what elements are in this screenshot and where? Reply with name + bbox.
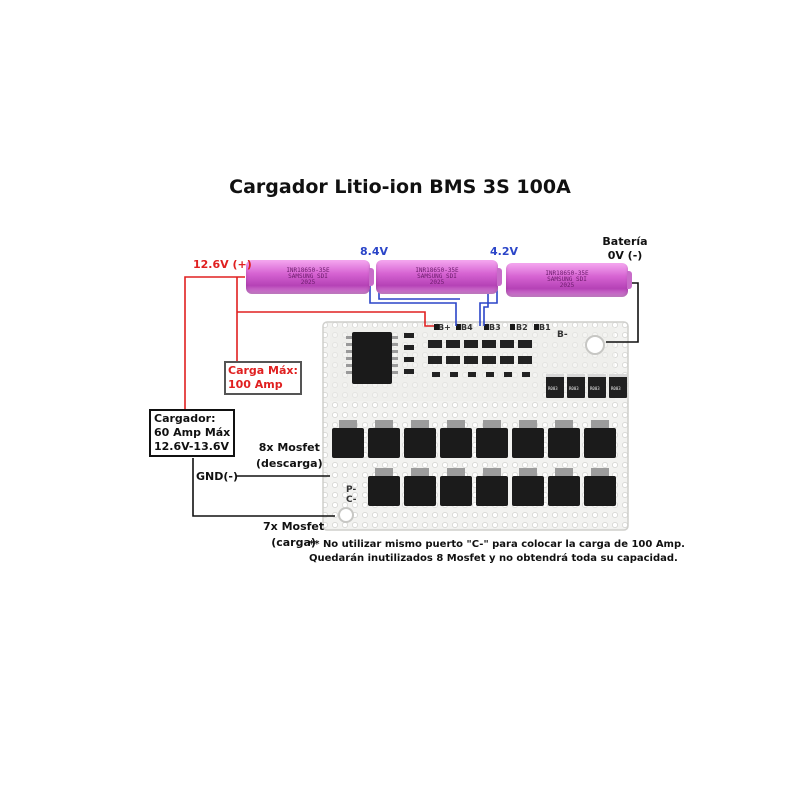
red-wire — [184, 276, 434, 413]
carga-max-box: Carga Máx: 100 Amp — [224, 361, 302, 395]
mosfet-row-discharge — [332, 428, 616, 458]
mosfet8-title: 8x Mosfet — [258, 441, 320, 454]
label-8v4: 8.4V — [360, 245, 388, 258]
cell-model-text: INR18650-35E — [415, 267, 459, 274]
cell-model-text: INR18650-35E — [545, 270, 589, 277]
pcb-label-b-minus: B- — [557, 330, 568, 340]
cell-year-text: 2025 — [559, 282, 575, 289]
r003-label: R003 — [611, 386, 621, 391]
mosfet7-subtitle: (carga) — [271, 536, 316, 549]
label-gnd: GND(-) — [196, 470, 238, 483]
label-bateria-voltage: 0V (-) — [607, 249, 643, 262]
battery-cell-3: INR18650-35E SAMSUNG SDI 2025 — [506, 263, 632, 297]
r003-label: R003 — [548, 386, 558, 391]
cell-model-text: INR18650-35E — [286, 267, 330, 274]
shunt-resistors — [546, 374, 627, 398]
pcb-label-b1: B1 — [539, 323, 551, 332]
label-7x-mosfet: 7x Mosfet (carga) — [263, 519, 324, 551]
warning-note: ** No utilizar mismo puerto "C-" para co… — [309, 538, 685, 566]
carga-max-title: Carga Máx: — [228, 364, 298, 377]
ic-chip — [352, 332, 392, 384]
warning-note-line2: Quedarán inutilizados 8 Mosfet y no obte… — [309, 553, 678, 564]
label-8x-mosfet: 8x Mosfet (descarga) — [256, 440, 323, 472]
pcb-label-b2: B2 — [516, 323, 528, 332]
cell-year-text: 2025 — [429, 279, 445, 286]
mosfet8-subtitle: (descarga) — [256, 457, 323, 470]
cell-brand-text: SAMSUNG SDI — [417, 273, 457, 280]
r003-label: R003 — [590, 386, 600, 391]
cargador-box: Cargador: 60 Amp Máx 12.6V-13.6V — [149, 409, 236, 457]
cargador-title: Cargador: — [154, 412, 216, 425]
pcb-label-b-plus: B+ — [438, 323, 451, 332]
diagram-title: Cargador Litio-ion BMS 3S 100A — [229, 176, 571, 198]
label-bateria-title: Batería — [602, 235, 648, 248]
carga-max-value: 100 Amp — [228, 378, 283, 391]
pcb-label-b3: B3 — [489, 323, 501, 332]
cell-brand-text: SAMSUNG SDI — [288, 273, 328, 280]
label-4v2: 4.2V — [490, 245, 518, 258]
battery-cell-1: INR18650-35E SAMSUNG SDI 2025 — [246, 260, 374, 294]
r003-label: R003 — [569, 386, 579, 391]
mosfet-row-charge — [368, 476, 616, 506]
label-bateria: Batería 0V (-) — [600, 235, 650, 263]
cell-year-text: 2025 — [300, 279, 316, 286]
mosfet7-title: 7x Mosfet — [263, 520, 325, 533]
cargador-voltage: 12.6V-13.6V — [154, 440, 230, 453]
cargador-current: 60 Amp Máx — [154, 426, 231, 439]
pcb-board — [322, 321, 629, 531]
cell-brand-text: SAMSUNG SDI — [547, 276, 587, 283]
battery-cell-2: INR18650-35E SAMSUNG SDI 2025 — [376, 260, 502, 294]
pcb-label-c-minus: C- — [346, 495, 357, 505]
label-12v-plus: 12.6V (+) — [193, 258, 252, 271]
black-wire — [192, 282, 639, 517]
pcb-label-p-minus: P- — [346, 485, 356, 495]
warning-note-line1: ** No utilizar mismo puerto "C-" para co… — [309, 539, 685, 550]
pcb-label-b4: B4 — [461, 323, 473, 332]
